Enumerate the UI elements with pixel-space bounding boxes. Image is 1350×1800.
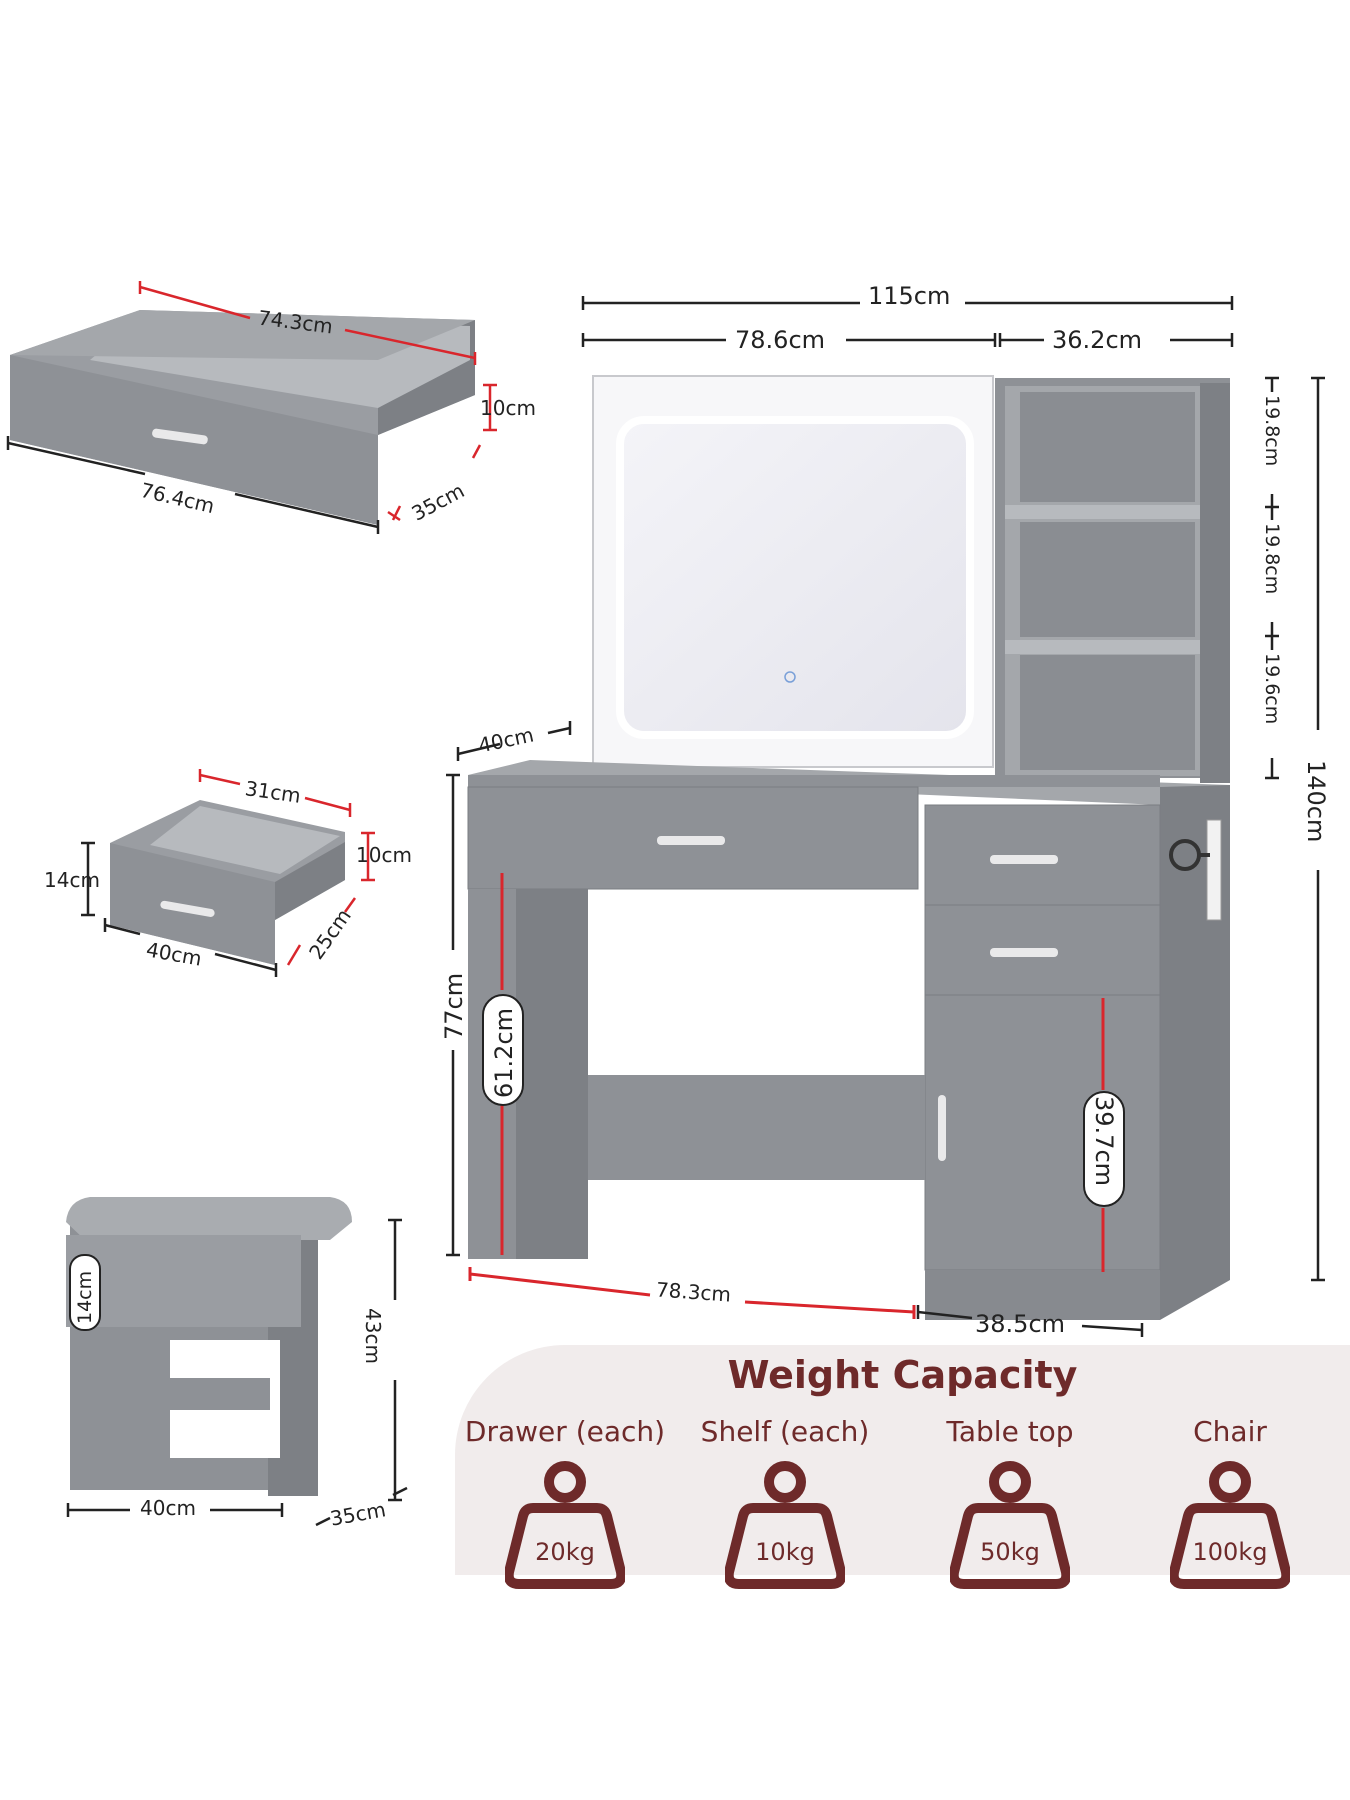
large-drawer-height-label: 10cm bbox=[480, 396, 536, 420]
weight-item-label: Table top bbox=[946, 1415, 1074, 1448]
vanity-dimension-lines bbox=[446, 296, 1325, 1337]
weight-icon-shape bbox=[1170, 1461, 1290, 1589]
stool-drawer-height-label: 14cm bbox=[74, 1270, 96, 1324]
stool-drawer-pill bbox=[69, 1254, 101, 1331]
small-drawer-front-height-label: 14cm bbox=[44, 868, 100, 892]
small-drawer-height-label: 10cm bbox=[356, 843, 412, 867]
weight-item-value: 20kg bbox=[535, 1538, 595, 1566]
large-drawer-dimension-lines bbox=[138, 281, 497, 522]
shelf-height-1-label: 19.8cm bbox=[1261, 395, 1283, 467]
weight-item-drawer: Drawer (each) 20kg bbox=[455, 1415, 675, 1590]
weight-icon: 10kg bbox=[725, 1460, 845, 1590]
weight-capacity-panel: Weight Capacity Drawer (each) 20kg Shelf… bbox=[455, 1345, 1350, 1589]
weight-item-value: 50kg bbox=[980, 1538, 1040, 1566]
weight-item-chair: Chair 100kg bbox=[1120, 1415, 1340, 1590]
weight-icon-shape bbox=[505, 1461, 625, 1589]
weight-capacity-title: Weight Capacity bbox=[727, 1353, 1078, 1397]
vanity-shelf-width-label: 36.2cm bbox=[1052, 326, 1143, 354]
vanity-knee-height-label: 61.2cm bbox=[490, 1007, 518, 1098]
shelf-height-2-label: 19.8cm bbox=[1261, 523, 1283, 595]
small-drawer-illustration bbox=[110, 800, 345, 965]
weight-item-value: 100kg bbox=[1192, 1538, 1268, 1566]
weight-icon-shape bbox=[725, 1461, 845, 1589]
weight-item-label: Drawer (each) bbox=[464, 1415, 666, 1448]
stool-illustration bbox=[66, 1197, 352, 1496]
stool-dimension-lines bbox=[66, 1218, 408, 1527]
stool-width-label: 40cm bbox=[140, 1496, 196, 1520]
stool-height-label: 43cm bbox=[361, 1308, 385, 1364]
weight-item-table-top: Table top 50kg bbox=[900, 1415, 1120, 1590]
vanity-cabinet-height-label: 39.7cm bbox=[1090, 1096, 1118, 1187]
vanity-knee-width-label: 78.3cm bbox=[655, 1277, 732, 1307]
small-drawer-front-lines bbox=[81, 841, 278, 977]
weight-item-value: 10kg bbox=[755, 1538, 815, 1566]
large-drawer-illustration bbox=[10, 310, 475, 525]
large-drawer-front-line bbox=[6, 436, 380, 534]
weight-icon-shape bbox=[950, 1461, 1070, 1589]
weight-icon: 50kg bbox=[950, 1460, 1070, 1590]
vanity-red-dimension-lines bbox=[468, 873, 1105, 1319]
weight-icon: 100kg bbox=[1170, 1460, 1290, 1590]
cabinet-height-pill bbox=[1083, 1091, 1125, 1207]
vanity-total-width-label: 115cm bbox=[868, 282, 951, 310]
weight-icon: 20kg bbox=[505, 1460, 625, 1590]
weight-item-shelf: Shelf (each) 10kg bbox=[675, 1415, 895, 1590]
vanity-mirror-width-label: 78.6cm bbox=[735, 326, 826, 354]
weight-item-label: Chair bbox=[1193, 1415, 1267, 1448]
shelf-height-3-label: 19.6cm bbox=[1261, 653, 1283, 725]
vanity-cabinet-width-label: 38.5cm bbox=[975, 1310, 1066, 1338]
weight-item-label: Shelf (each) bbox=[700, 1415, 870, 1448]
small-drawer-dimension-lines bbox=[198, 769, 375, 966]
vanity-total-height-label: 140cm bbox=[1302, 760, 1330, 843]
vanity-table-height-label: 77cm bbox=[440, 972, 468, 1040]
knee-height-pill bbox=[482, 994, 524, 1106]
